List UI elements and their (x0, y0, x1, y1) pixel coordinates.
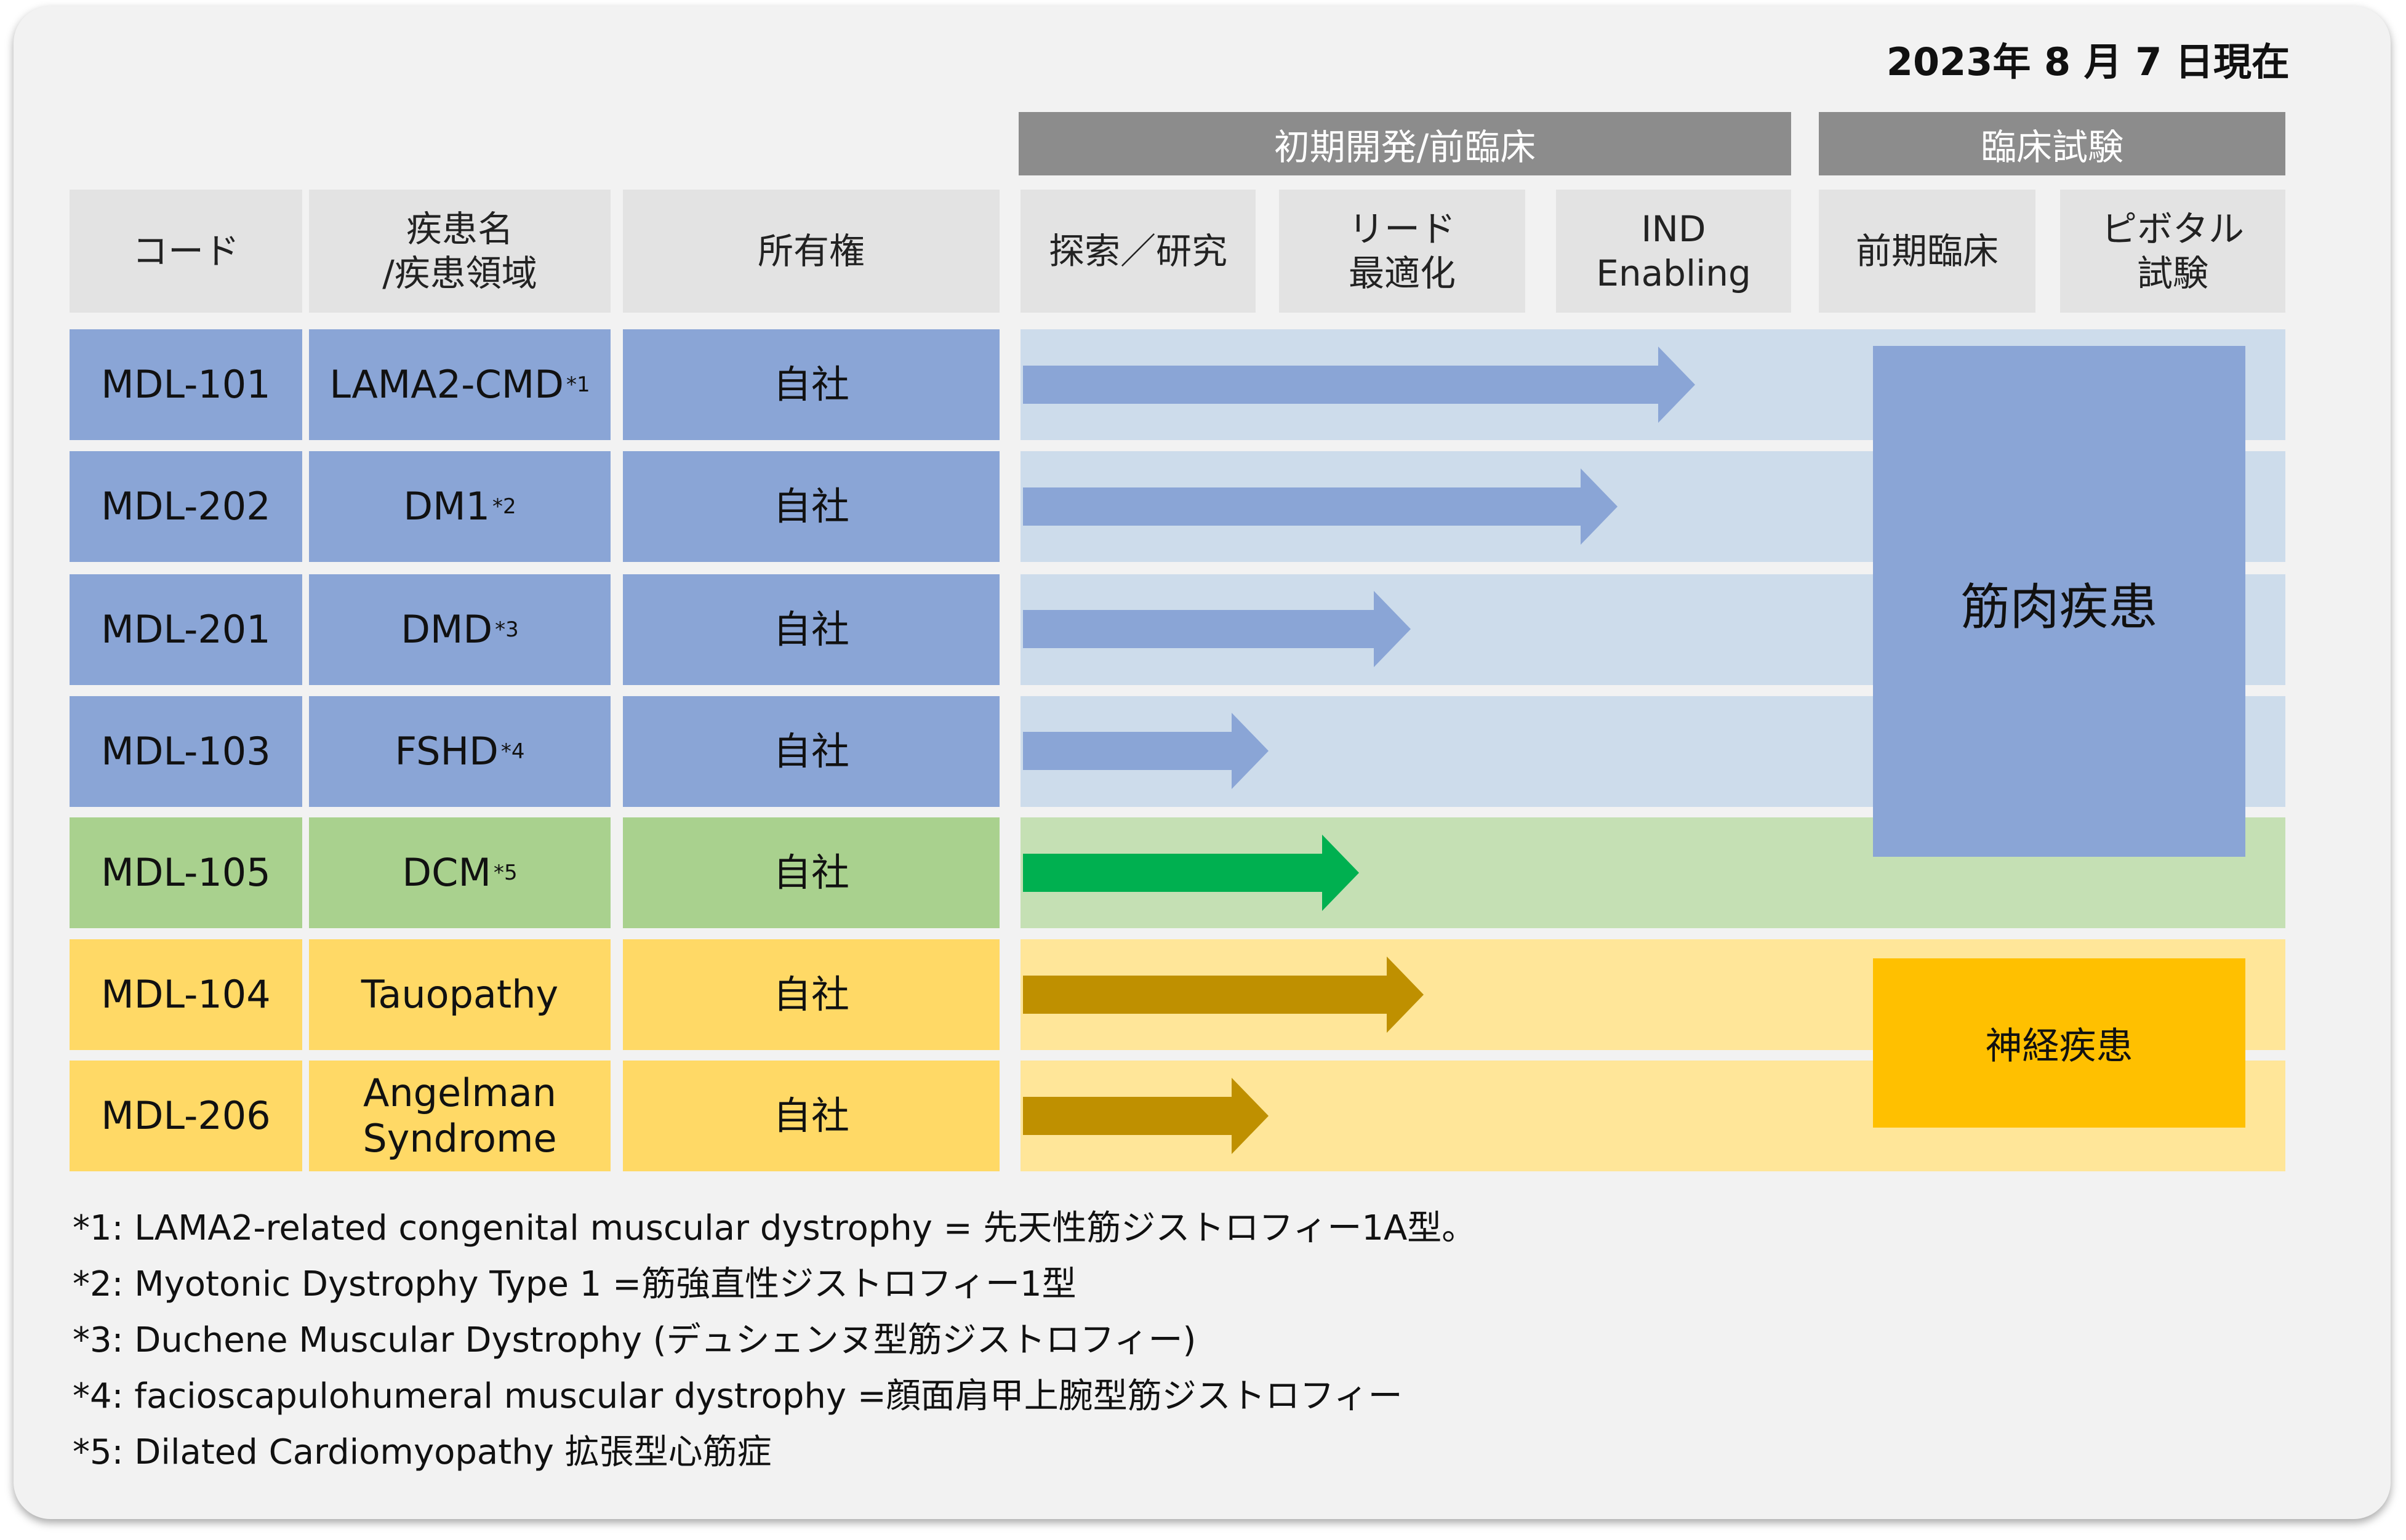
footnote-1: *1: LAMA2-related congenital muscular dy… (73, 1208, 1477, 1248)
program-code-text: MDL-105 (101, 849, 271, 895)
program-ownership: 自社 (623, 817, 1000, 928)
program-disease: Tauopathy (309, 939, 611, 1050)
stage-pivotal-label: ピボタル 試験 (2101, 207, 2244, 295)
program-disease: DMD *3 (309, 574, 611, 685)
program-disease-text: Angelman Syndrome (363, 1070, 557, 1161)
program-ownership: 自社 (623, 574, 1000, 685)
program-code-text: MDL-101 (101, 361, 271, 407)
col-header-code-label: コード (132, 230, 239, 272)
footnote-ref: *2 (492, 494, 516, 519)
footnote-ref: *3 (495, 617, 519, 642)
program-ownership-text: 自社 (772, 849, 849, 895)
program-code: MDL-104 (70, 939, 302, 1050)
program-code: MDL-206 (70, 1061, 302, 1171)
program-ownership-text: 自社 (772, 971, 849, 1017)
footnotes: *1: LAMA2-related congenital muscular dy… (73, 1200, 1476, 1480)
col-header-ownership-label: 所有権 (757, 230, 865, 272)
area-muscle-box: 筋肉疾患 (1873, 346, 2245, 857)
program-disease-text: Tauopathy (361, 971, 559, 1017)
phase-clinical-label: 臨床試験 (1980, 126, 2123, 168)
program-disease-text: FSHD (395, 728, 499, 774)
program-ownership-text: 自社 (772, 361, 849, 407)
area-neuro-label: 神経疾患 (1985, 1025, 2133, 1068)
program-disease-text: DCM (402, 849, 491, 895)
program-ownership-text: 自社 (772, 1093, 849, 1138)
footnote-ref: *5 (493, 860, 518, 885)
stage-ind-label: IND Enabling (1596, 207, 1751, 295)
program-ownership-text: 自社 (772, 728, 849, 774)
program-ownership: 自社 (623, 451, 1000, 562)
phase-preclinical-label: 初期開発/前臨床 (1273, 126, 1536, 168)
program-disease: FSHD *4 (309, 696, 611, 807)
program-disease: DCM*5 (309, 817, 611, 928)
program-code-text: MDL-104 (101, 971, 271, 1017)
program-disease-text: LAMA2-CMD (329, 361, 564, 407)
program-disease-text: DM1 (403, 483, 491, 529)
program-code: MDL-105 (70, 817, 302, 928)
footnote-5: *5: Dilated Cardiomyopathy 拡張型心筋症 (73, 1432, 772, 1472)
program-code: MDL-103 (70, 696, 302, 807)
stage-early-clinical-label: 前期臨床 (1855, 230, 1999, 272)
footnote-4: *4: facioscapulohumeral muscular dystrop… (73, 1376, 1403, 1416)
col-header-disease: 疾患名 /疾患領域 (309, 190, 611, 313)
program-code-text: MDL-201 (101, 606, 271, 652)
program-code: MDL-202 (70, 451, 302, 562)
phase-clinical-header: 臨床試験 (1819, 112, 2285, 175)
program-code: MDL-101 (70, 329, 302, 440)
program-code: MDL-201 (70, 574, 302, 685)
program-ownership: 自社 (623, 329, 1000, 440)
stage-research-label: 探索／研究 (1048, 230, 1227, 272)
col-header-code: コード (70, 190, 302, 313)
area-muscle-label: 筋肉疾患 (1960, 579, 2158, 636)
program-ownership-text: 自社 (772, 483, 849, 529)
program-ownership: 自社 (623, 696, 1000, 807)
program-disease: Angelman Syndrome (309, 1061, 611, 1171)
footnote-ref: *4 (500, 739, 525, 764)
program-ownership: 自社 (623, 939, 1000, 1050)
phase-preclinical-header: 初期開発/前臨床 (1019, 112, 1791, 175)
col-header-stage-research: 探索／研究 (1021, 190, 1256, 313)
footnote-3: *3: Duchene Muscular Dystrophy (デュシェンヌ型筋… (73, 1320, 1197, 1360)
program-disease-text: DMD (401, 606, 493, 652)
col-header-stage-early-clinical: 前期臨床 (1819, 190, 2035, 313)
as-of-date: 2023年 8 月 7 日現在 (1886, 39, 2290, 84)
col-header-stage-ind: IND Enabling (1556, 190, 1791, 313)
footnote-ref: *1 (566, 372, 590, 397)
footnote-2: *2: Myotonic Dystrophy Type 1 =筋強直性ジストロフ… (73, 1264, 1077, 1304)
program-code-text: MDL-103 (101, 728, 271, 774)
col-header-ownership: 所有権 (623, 190, 1000, 313)
program-disease: LAMA2-CMD*1 (309, 329, 611, 440)
col-header-disease-label: 疾患名 /疾患領域 (382, 207, 537, 295)
area-neuro-box: 神経疾患 (1873, 958, 2245, 1128)
stage-lead-opt-label: リード 最適化 (1348, 207, 1456, 295)
program-code-text: MDL-202 (101, 483, 271, 529)
program-ownership-text: 自社 (772, 606, 849, 652)
col-header-stage-lead-opt: リード 最適化 (1279, 190, 1525, 313)
program-ownership: 自社 (623, 1061, 1000, 1171)
program-code-text: MDL-206 (101, 1093, 271, 1138)
program-disease: DM1 *2 (309, 451, 611, 562)
col-header-stage-pivotal: ピボタル 試験 (2060, 190, 2285, 313)
